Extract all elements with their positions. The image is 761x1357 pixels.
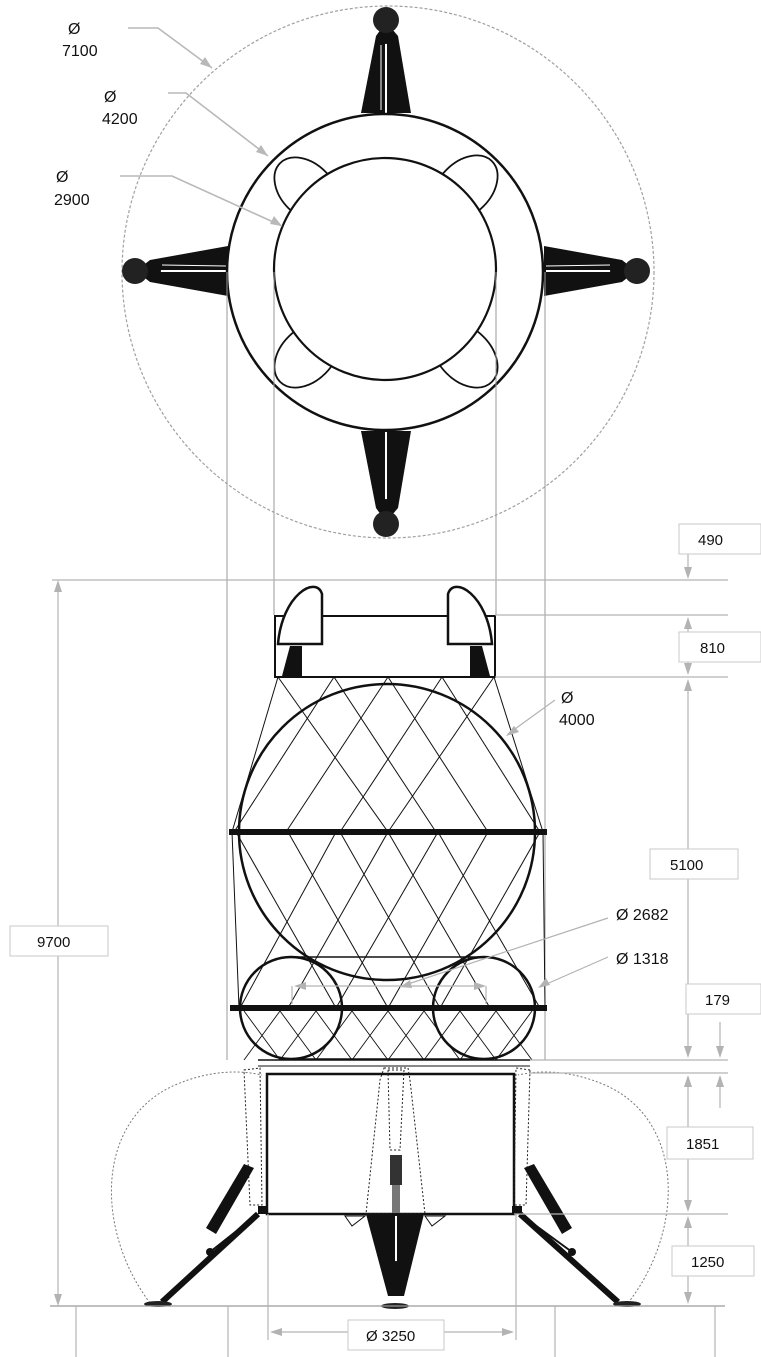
landing-envelope-left	[110, 1071, 263, 1304]
base-diameter-label: Ø 3250	[366, 1328, 415, 1345]
engine-outline	[243, 1067, 531, 1215]
top-view: Ø 7100 Ø 4200 Ø 2900	[54, 5, 655, 539]
outer-envelope-circle	[121, 5, 655, 539]
main-tank-diameter-value: 4000	[559, 712, 595, 729]
right-leg	[544, 246, 650, 296]
mid-bar	[229, 829, 547, 835]
upper-ring-height-label: 810	[700, 640, 725, 657]
landing-envelope-right	[517, 1071, 669, 1304]
upper-domes	[276, 585, 494, 676]
main-tank-diameter-symbol: Ø	[561, 690, 573, 707]
dimension-lines	[52, 552, 728, 1357]
engine	[390, 1155, 402, 1213]
center-leg	[366, 1214, 424, 1309]
descent-stage	[265, 1072, 516, 1216]
tank-section-height-label: 5100	[670, 857, 703, 874]
body-diameter-symbol: Ø	[104, 89, 116, 106]
top-leg	[361, 7, 411, 113]
right-landing-leg	[512, 1164, 641, 1307]
torus-tube-diameter-label: Ø 1318	[616, 951, 669, 968]
outer-diameter-symbol: Ø	[68, 21, 80, 38]
dimension-boxes	[9, 523, 761, 1351]
inner-circle	[272, 156, 498, 382]
projection-lines	[226, 272, 546, 1060]
total-height-label: 9700	[37, 934, 70, 951]
dimension-arrows	[54, 567, 724, 1336]
left-landing-leg	[144, 1164, 268, 1307]
lower-bar	[230, 1005, 547, 1011]
left-leg	[122, 246, 228, 296]
torus-span-diameter-label: Ø 2682	[616, 907, 669, 924]
top-leaders	[120, 27, 283, 227]
gap-height-label: 179	[705, 992, 730, 1009]
body-diameter-value: 4200	[102, 111, 138, 128]
inner-diameter-value: 2900	[54, 192, 90, 209]
lattice-upper	[233, 676, 541, 1009]
outer-truss	[231, 676, 546, 1009]
outer-diameter-value: 7100	[62, 43, 98, 60]
descent-stage-height-label: 1851	[686, 1136, 719, 1153]
top-offset-label: 490	[698, 532, 723, 549]
side-view	[50, 585, 725, 1309]
leg-height-label: 1250	[691, 1254, 724, 1271]
inner-diameter-symbol: Ø	[56, 169, 68, 186]
lattice-lower	[243, 1010, 533, 1061]
bottom-leg	[361, 431, 411, 537]
